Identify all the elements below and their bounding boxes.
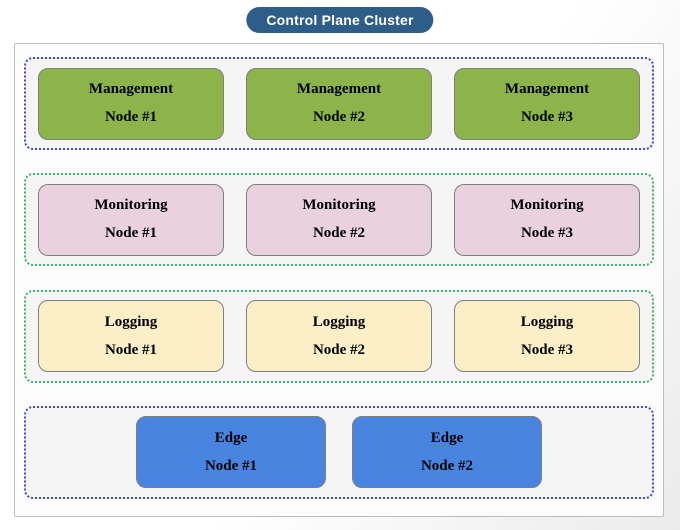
node-role-label: Edge <box>430 429 464 446</box>
node-role-label: Logging <box>104 313 158 330</box>
node-role-label: Management <box>504 81 590 97</box>
node-role-label: Logging <box>520 313 574 330</box>
node-role-label: Monitoring <box>510 197 584 214</box>
node-role-label: Management <box>296 81 382 97</box>
node-number-label: Node #2 <box>312 109 366 125</box>
node-number-label: Node #3 <box>520 109 574 125</box>
node-role-label: Edge <box>214 429 248 446</box>
node-number-label: Node #1 <box>104 225 158 242</box>
node-role-label: Management <box>88 81 174 97</box>
node-role-label: Monitoring <box>302 197 376 214</box>
node-number-label: Node #3 <box>520 341 574 358</box>
node-number-label: Node #1 <box>104 341 158 358</box>
node-number-label: Node #2 <box>312 225 366 242</box>
node-number-label: Node #2 <box>420 457 474 474</box>
node-role-label: Monitoring <box>94 197 168 214</box>
node-role-label: Logging <box>312 313 366 330</box>
node-number-label: Node #1 <box>204 457 258 474</box>
node-number-label: Node #1 <box>104 109 158 125</box>
cluster-title-badge: Control Plane Cluster <box>246 7 434 33</box>
node-number-label: Node #2 <box>312 341 366 358</box>
node-number-label: Node #3 <box>520 225 574 242</box>
